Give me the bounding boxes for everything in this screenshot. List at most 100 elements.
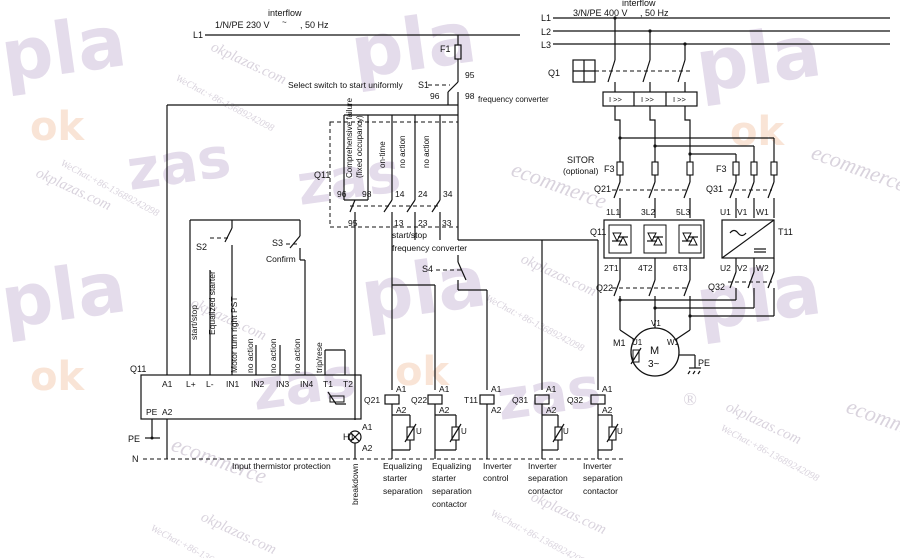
svg-text:A1: A1 [162,379,173,389]
select-switch-s1: Select switch to start uniformly S1 95 9… [288,70,549,105]
svg-text:U2: U2 [720,263,731,273]
svg-text:U: U [563,427,569,436]
thyristor-pair [678,224,702,254]
start-stop-text: start/stop [392,230,427,240]
svg-text:T11: T11 [464,395,478,405]
svg-text:A2: A2 [362,443,373,453]
svg-text:T2: T2 [343,379,353,389]
svg-text:Inverter: Inverter [583,461,612,471]
s2-label: S2 [196,242,207,252]
svg-text:95: 95 [348,218,358,228]
svg-text:Q11: Q11 [590,227,606,237]
watermark-brand: pla [691,246,826,347]
watermark-brand: zas [248,345,360,424]
pe-label: PE [128,434,140,444]
svg-text:separation: separation [528,473,568,483]
svg-text:98: 98 [465,91,475,101]
svg-text:frequency converter: frequency converter [478,95,549,104]
svg-text:control: control [483,473,509,483]
svg-text:96: 96 [430,91,440,101]
svg-text:A1: A1 [491,384,502,394]
svg-text:U: U [617,427,623,436]
relay-col-3: no action [398,136,407,168]
s4-label: S4 [422,264,433,274]
svg-text:1L1: 1L1 [606,207,620,217]
neutral-label: N [132,454,139,464]
svg-text:IN4: IN4 [300,379,314,389]
svg-text:F3: F3 [716,164,727,174]
svg-text:L3: L3 [541,40,551,50]
svg-text:A2: A2 [162,407,173,417]
svg-text:F3: F3 [604,164,615,174]
svg-text:no action: no action [292,338,302,373]
svg-text:3~: 3~ [648,359,660,370]
svg-text:no action: no action [245,338,255,373]
svg-text:I >>: I >> [673,95,687,104]
svg-text:2T1: 2T1 [604,263,619,273]
fuse-f1: F1 [440,35,462,70]
svg-text:Q21: Q21 [364,395,380,405]
watermark-url: okplazas.com [208,39,289,88]
svg-text:U1: U1 [720,207,731,217]
svg-text:A1: A1 [396,384,407,394]
svg-text:separation: separation [383,486,423,496]
svg-text:Equalized starter: Equalized starter [207,271,217,335]
s3-label: S3 [272,238,283,248]
svg-text:A2: A2 [602,405,613,415]
svg-text:L+: L+ [186,379,196,389]
svg-text:3L2: 3L2 [641,207,655,217]
svg-text:Q1: Q1 [548,68,560,78]
svg-text:contactor: contactor [528,486,563,496]
svg-text:PE: PE [698,358,710,368]
svg-text:IN2: IN2 [251,379,265,389]
svg-text:separation: separation [432,486,472,496]
watermark-brand: pla [356,238,491,339]
start-stop-s4: start/stop frequency converter S4 [392,230,488,390]
svg-text:, 50 Hz: , 50 Hz [640,8,669,18]
svg-text:SITOR: SITOR [567,155,595,165]
svg-text:separation: separation [583,473,623,483]
svg-text:Q21: Q21 [594,184,611,194]
watermark-ok: ok [30,104,85,150]
svg-text:Q22: Q22 [596,283,613,293]
svg-text:V1: V1 [737,207,748,217]
svg-text:Q31: Q31 [512,395,528,405]
svg-text:14: 14 [395,189,405,199]
s1-label: S1 [418,80,429,90]
svg-text:no action: no action [268,338,278,373]
svg-text:98: 98 [362,189,372,199]
supply-spec: 1/N/PE 230 V [215,20,270,30]
svg-text:T1: T1 [323,379,333,389]
svg-text:H1: H1 [343,432,355,442]
svg-text:33: 33 [442,218,452,228]
svg-text:Q31: Q31 [706,184,723,194]
relay-col-2: on-time [378,141,387,168]
coil-q21: Q21 A1 A2 U Equalizing starter separatio… [364,384,423,496]
watermark-url: okplazas.com [518,251,599,300]
watermark-brand: zas [123,125,235,204]
breakdown-lamp: H1 A1 A2 breakdown [343,422,373,505]
svg-text:Inverter: Inverter [483,461,512,471]
svg-text:V1: V1 [651,319,661,328]
svg-text:trip/rese: trip/rese [314,342,324,373]
coil-q22: Q22 A1 A2 U Equalizing starter separatio… [411,384,472,509]
svg-text:A1: A1 [602,384,613,394]
svg-text:W1: W1 [756,207,769,217]
relay-col-1b: (fixed occupancy) [355,115,364,178]
svg-text:T11: T11 [778,227,793,237]
svg-text:U: U [461,427,467,436]
svg-text:24: 24 [418,189,428,199]
power-section: 3/N/PE 400 V , 50 Hz interflow L1 L2 L3 … [541,0,890,377]
svg-text:6T3: 6T3 [673,263,688,273]
svg-text:3/N/PE 400 V: 3/N/PE 400 V [573,8,628,18]
svg-text:M: M [650,345,659,357]
supply-interflow: interflow [268,8,302,18]
svg-text:IN3: IN3 [276,379,290,389]
svg-text:L-: L- [206,379,214,389]
watermark-brand: pla [0,0,131,99]
svg-text:Q32: Q32 [708,282,725,292]
svg-text:Equalizing: Equalizing [432,461,471,471]
svg-text:U1: U1 [632,338,643,347]
svg-text:Q32: Q32 [567,395,583,405]
